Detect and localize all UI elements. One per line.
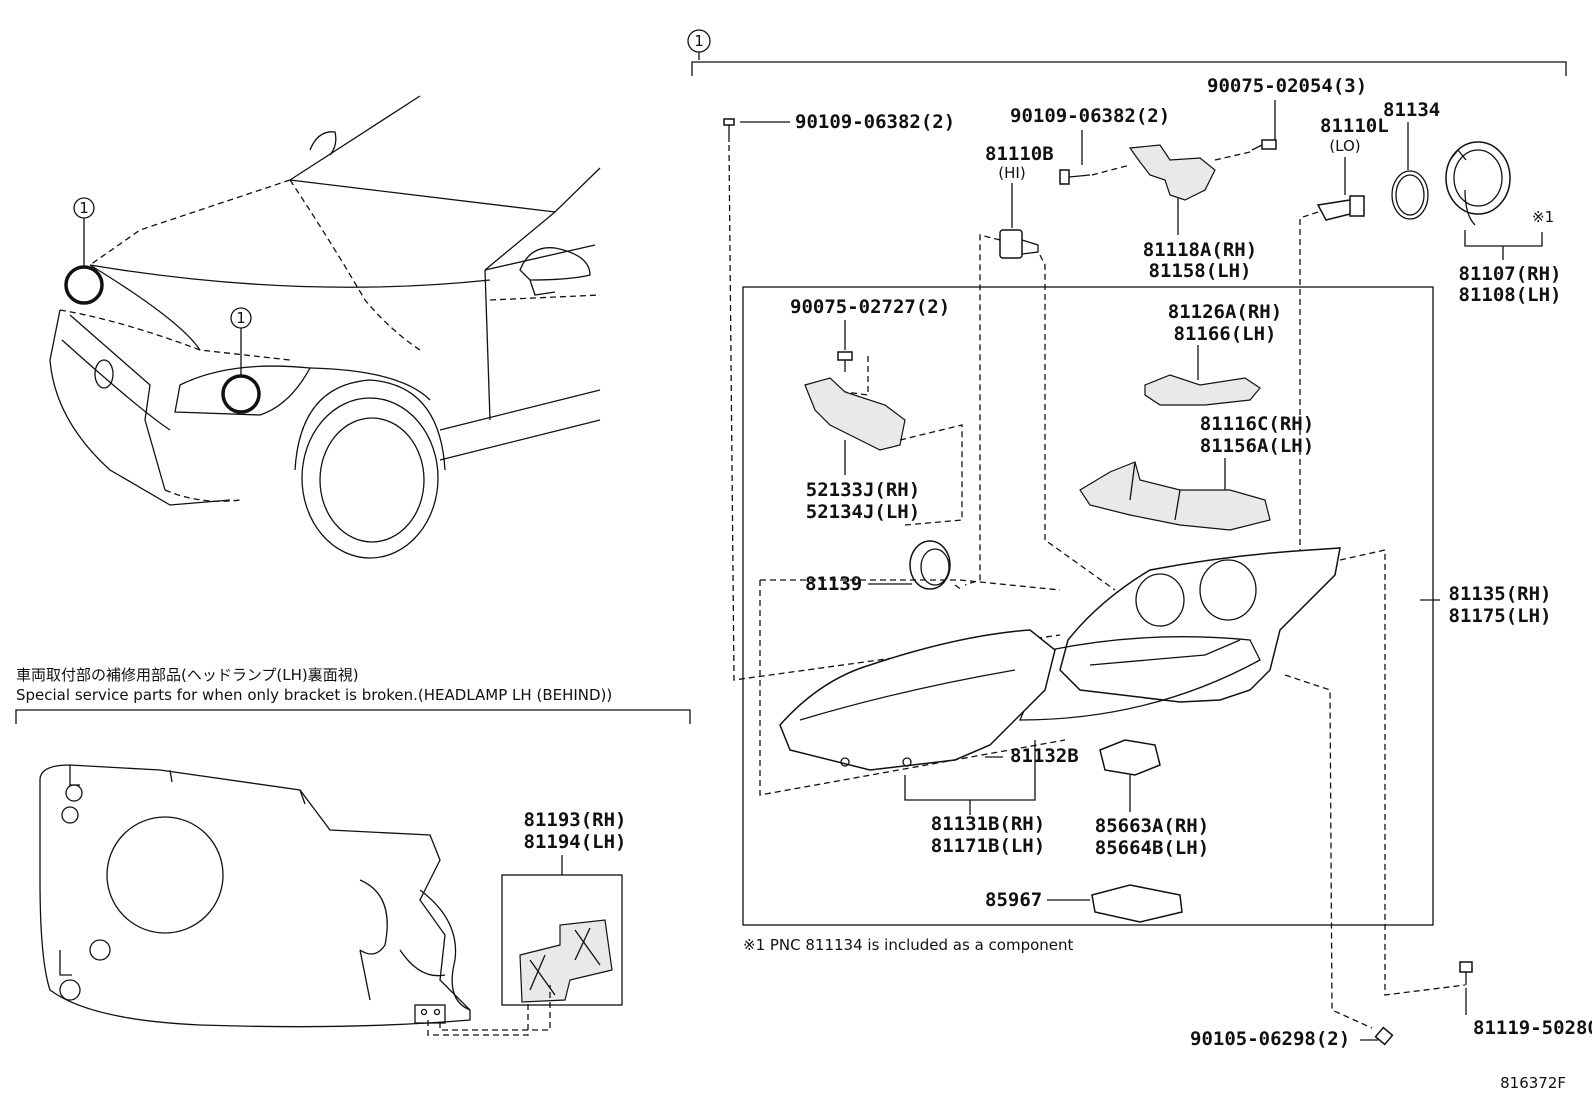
label-81126A: 81126A(RH) <box>1168 301 1282 323</box>
callout-number: 1 <box>79 199 89 217</box>
label-90075-02054: 90075-02054(3) <box>1207 75 1367 97</box>
ring-icon <box>1391 170 1429 220</box>
label-81116C: 81116C(RH) <box>1200 413 1314 435</box>
drawing-code: 816372F <box>1500 1074 1566 1092</box>
label-81108: 81108(LH) <box>1459 284 1562 306</box>
bolt-icon <box>1251 139 1277 151</box>
label-81110B: 81110B <box>985 143 1054 165</box>
label-81132B: 81132B <box>1010 745 1079 767</box>
label-52133J: 52133J(RH) <box>806 479 920 501</box>
label-81118A: 81118A(RH) <box>1143 239 1257 261</box>
mark-note: ※1 <box>1532 208 1554 226</box>
car-front-illustration: 1 1 <box>49 95 601 559</box>
label-81135: 81135(RH) <box>1449 583 1552 605</box>
label-81194: 81194(LH) <box>524 831 627 853</box>
callout-number: 1 <box>236 309 246 327</box>
label-81119-50280: 81119-50280(2) <box>1473 1017 1592 1039</box>
label-lo: (LO) <box>1329 137 1360 155</box>
service-parts-section: 車両取付部の補修用部品(ヘッドランプ(LH)裏面視) Special servi… <box>15 666 691 1036</box>
label-85664B: 85664B(LH) <box>1095 837 1209 859</box>
label-81175: 81175(LH) <box>1449 605 1552 627</box>
gasket-icon <box>1019 636 1261 721</box>
label-81193: 81193(RH) <box>524 809 627 831</box>
label-81139: 81139 <box>805 573 862 595</box>
callout-number: 1 <box>694 32 704 50</box>
label-81110L: 81110L <box>1320 115 1389 137</box>
socket-icon <box>909 540 951 590</box>
lo-bulb-icon <box>1316 195 1365 221</box>
label-90109-06382-left: 90109-06382(2) <box>795 111 955 133</box>
bolt-icon <box>1374 1026 1394 1046</box>
lens-icon <box>779 629 1056 771</box>
ecu-icon <box>1091 884 1183 923</box>
label-85967: 85967 <box>985 889 1042 911</box>
ballast-icon <box>1099 739 1161 776</box>
screw-icon <box>837 351 853 372</box>
headlamp-housing-icon <box>1059 547 1341 703</box>
label-81131B: 81131B(RH) <box>931 813 1045 835</box>
service-title-jp: 車両取付部の補修用部品(ヘッドランプ(LH)裏面視) <box>16 666 359 684</box>
bolt-icon <box>723 118 735 142</box>
bolt-icon <box>1459 961 1473 985</box>
label-90109-06382-mid: 90109-06382(2) <box>1010 105 1170 127</box>
label-81107: 81107(RH) <box>1459 263 1562 285</box>
label-81171B: 81171B(LH) <box>931 835 1045 857</box>
headlamp-exploded-view: 1 90109-06382(2) 90109-06382(2) 90075-02… <box>687 29 1592 1092</box>
label-81166: 81166(LH) <box>1174 323 1277 345</box>
label-81158: 81158(LH) <box>1149 260 1252 282</box>
service-title-en: Special service parts for when only brac… <box>16 686 612 704</box>
label-81156A: 81156A(LH) <box>1200 435 1314 457</box>
label-85663A: 85663A(RH) <box>1095 815 1209 837</box>
label-90075-02727: 90075-02727(2) <box>790 296 950 318</box>
bolt-icon <box>1059 169 1091 185</box>
cap-icon <box>1445 141 1511 226</box>
label-hi: (HI) <box>998 164 1025 182</box>
hi-bulb-icon <box>999 229 1039 259</box>
label-52134J: 52134J(LH) <box>806 501 920 523</box>
label-90105-06298: 90105-06298(2) <box>1190 1028 1350 1050</box>
label-81134: 81134 <box>1383 99 1440 121</box>
footnote: ※1 PNC 811134 is included as a component <box>743 936 1074 954</box>
